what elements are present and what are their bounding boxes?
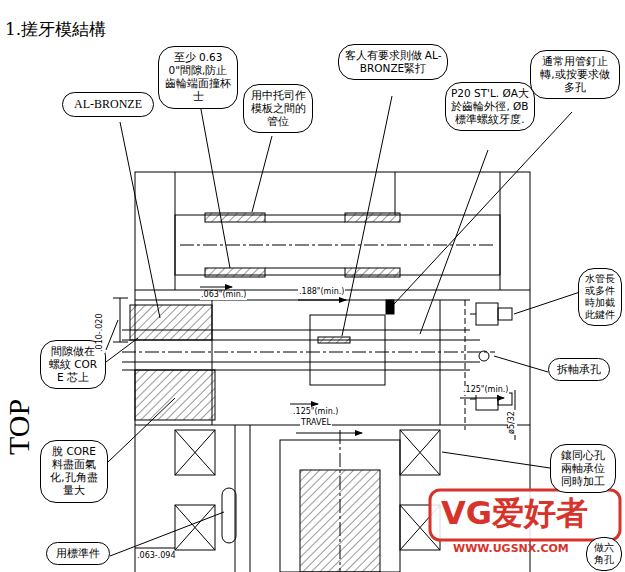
callout-bubble: 鑲同心孔兩軸承位同時加工 bbox=[550, 444, 616, 493]
callout-text: 至少 0.630"間隙,防止齒輪端面撞杯士 bbox=[164, 51, 232, 104]
callout-bubble: 水管長或多件時加截此鍵件 bbox=[578, 268, 622, 326]
dimension-label: .063-.094 bbox=[136, 552, 177, 561]
callout-text: 做六角孔 bbox=[592, 542, 616, 566]
callout-bubble: 至少 0.630"間隙,防止齒輪端面撞杯士 bbox=[158, 46, 238, 109]
callout-text: 通常用管釘止轉,或按要求做多孔 bbox=[536, 55, 614, 94]
callout-bubble: 用標準件 bbox=[46, 542, 110, 565]
callout-bubble: AL-BRONZE bbox=[62, 92, 154, 117]
callout-text: 用中托司作模板之間的管位 bbox=[249, 89, 307, 128]
callout-bubble: 通常用管釘止轉,或按要求做多孔 bbox=[530, 50, 620, 99]
callout-bubble: 客人有要求則做 AL-BRONZE緊打 bbox=[338, 44, 448, 80]
dimension-label: ø5/32 bbox=[508, 410, 517, 435]
callout-bubble: 做六角孔 bbox=[586, 537, 622, 571]
callout-bubble: 拆軸承孔 bbox=[548, 358, 610, 381]
callout-text: 客人有要求則做 AL-BRONZE緊打 bbox=[344, 49, 442, 75]
callout-text: 鑲同心孔兩軸承位同時加工 bbox=[556, 449, 610, 488]
callout-text: 脫 CORE 料盡面氣化,孔角盡量大 bbox=[46, 445, 102, 498]
callout-text: 間隙做在螺紋 CORE 芯上 bbox=[46, 345, 100, 384]
watermark-text: WWW.UGSNX.COM bbox=[452, 543, 570, 555]
callout-bubble: P20 ST'L. ØA大於齒輪外徑, ØB標準螺紋牙度. bbox=[445, 82, 535, 131]
watermark-text: VG爱好者 bbox=[440, 496, 589, 531]
callout-text: 水管長或多件時加截此鍵件 bbox=[584, 273, 616, 321]
dimension-label: TRAVEL bbox=[300, 419, 332, 428]
dimension-label: .125"(min.) bbox=[292, 408, 339, 417]
callout-text: AL-BRONZE bbox=[68, 97, 148, 112]
dimension-label: .125"(min.) bbox=[462, 386, 509, 395]
callout-text: P20 ST'L. ØA大於齒輪外徑, ØB標準螺紋牙度. bbox=[451, 87, 529, 126]
callout-bubble: 用中托司作模板之間的管位 bbox=[243, 84, 313, 133]
orientation-mark: TOP bbox=[2, 398, 35, 456]
dimension-label: .063"(min.) bbox=[200, 291, 247, 300]
dimension-label: .010-.020 bbox=[96, 312, 105, 353]
callout-bubble: 脫 CORE 料盡面氣化,孔角盡量大 bbox=[40, 440, 108, 503]
callout-text: 用標準件 bbox=[52, 547, 104, 560]
callout-text: 拆軸承孔 bbox=[554, 363, 604, 376]
dimension-label: .188"(min.) bbox=[298, 288, 345, 297]
page-title: 1.搓牙模結構 bbox=[4, 20, 107, 39]
